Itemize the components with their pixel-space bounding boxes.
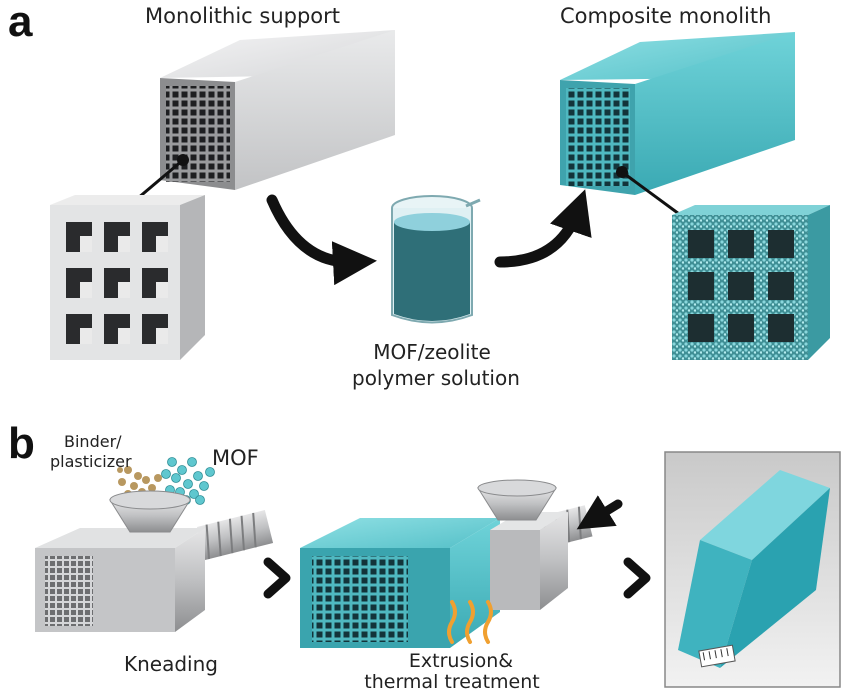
- monolith-photo: [664, 451, 841, 688]
- composite-cross-section: [672, 205, 830, 360]
- chevron-right-icon: [623, 557, 651, 599]
- kneading-label: Kneading: [124, 652, 218, 676]
- extruder-head: [477, 479, 593, 610]
- mof-particles: [161, 457, 215, 505]
- extrusion-label-line1: Extrusion&: [408, 650, 514, 672]
- solution-label-line2: polymer solution: [352, 366, 520, 390]
- panel-b-letter: b: [8, 419, 35, 468]
- curved-arrow-icon: [266, 194, 377, 286]
- chevron-right-icon: [263, 557, 291, 599]
- screw-shaft: [196, 510, 274, 560]
- solution-label-line1: MOF/zeolite: [373, 340, 491, 364]
- panel-a-letter: a: [8, 0, 33, 46]
- pointer-arrow-icon: [576, 495, 623, 530]
- monolithic-support-label: Monolithic support: [145, 4, 341, 28]
- curved-arrow-icon: [494, 189, 592, 268]
- heat-waves-icon: [447, 600, 493, 644]
- composite-monolith-label: Composite monolith: [560, 4, 772, 28]
- binder-label-line2: plasticizer: [50, 452, 132, 471]
- mof-label: MOF: [212, 446, 259, 470]
- scale-ruler: [698, 644, 736, 668]
- composite-monolith: [560, 32, 795, 224]
- kneading-extruder: [35, 490, 274, 632]
- extrusion-label-line2: thermal treatment: [364, 671, 540, 693]
- support-cross-section: [50, 195, 205, 360]
- binder-label-line1: Binder/: [64, 432, 122, 451]
- beaker-icon: [391, 195, 481, 324]
- extrusion-block: [300, 518, 500, 648]
- monolithic-support: [117, 30, 395, 217]
